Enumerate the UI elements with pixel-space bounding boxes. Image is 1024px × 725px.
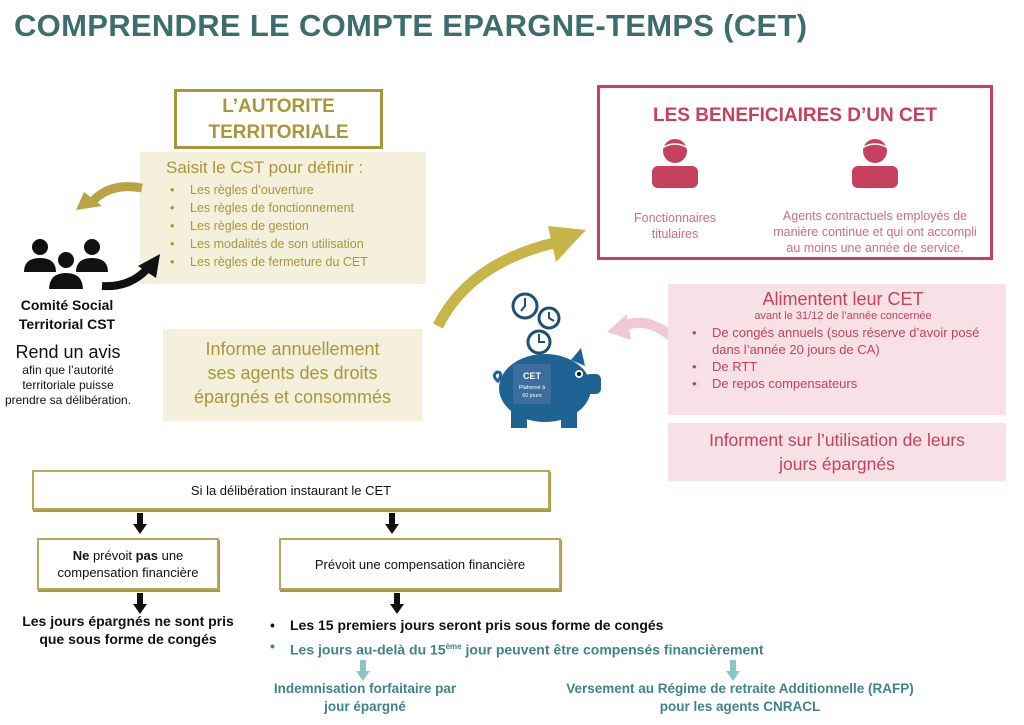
text: prévoit bbox=[89, 548, 136, 563]
beneficiaries-title: LES BENEFICIAIRES D’UN CET bbox=[653, 105, 937, 126]
no-compensation-result: Les jours épargnés ne sont pris que sous… bbox=[22, 613, 234, 647]
compensation-result-list: Les 15 premiers jours seront pris sous f… bbox=[268, 615, 764, 661]
cst-referral-heading: Saisit le CST pour définir : bbox=[166, 158, 364, 177]
list-item: Les règles de fonctionnement bbox=[166, 199, 416, 217]
beneficiary-label: Agents contractuels employés de bbox=[782, 209, 968, 223]
emphasis: pas bbox=[135, 548, 158, 563]
person-icon bbox=[652, 139, 698, 188]
condition-box: Si la délibération instaurant le CET bbox=[32, 470, 550, 510]
superscript: ème bbox=[445, 642, 462, 651]
outcome-line: Versement au Régime de retraite Addition… bbox=[566, 681, 914, 696]
list-item: Les règles de fermeture du CET bbox=[166, 253, 416, 271]
inform-line: ses agents des droits bbox=[207, 363, 378, 383]
beneficiary-label: manière continue et qui ont accompli bbox=[773, 225, 977, 239]
text: une compensation financière bbox=[57, 548, 199, 580]
down-arrow-icon bbox=[133, 593, 147, 615]
beneficiary-contractuels: Agents contractuels employés de manière … bbox=[760, 138, 990, 256]
person-icon bbox=[852, 139, 898, 188]
curved-arrow-icon bbox=[607, 314, 675, 341]
page-title: COMPRENDRE LE COMPTE EPARGNE-TEMPS (CET) bbox=[14, 8, 808, 43]
cst-name: Comité Social Territorial CST bbox=[6, 296, 128, 334]
outcome-line: jour épargné bbox=[324, 699, 406, 714]
cst-opinion: Rend un avis afin que l’autorité territo… bbox=[4, 341, 132, 408]
list-item: De congés annuels (sous réserve d’avoir … bbox=[688, 324, 998, 358]
piggy-sub: Plafonné à bbox=[519, 385, 546, 391]
down-arrow-icon bbox=[390, 593, 404, 615]
cst-name-line: Territorial CST bbox=[18, 316, 116, 332]
authority-title-line: TERRITORIALE bbox=[208, 122, 349, 143]
list-item: De RTT bbox=[688, 358, 998, 375]
list-item: Les règles de gestion bbox=[166, 217, 416, 235]
outcome-rafp: Versement au Régime de retraite Addition… bbox=[520, 680, 960, 716]
authority-title-line: L’AUTORITE bbox=[222, 96, 335, 117]
no-compensation-box: Ne prévoit pas une compensation financiè… bbox=[37, 538, 219, 590]
cst-action: Rend un avis bbox=[15, 342, 121, 362]
beneficiary-titulaires: Fonctionnaires titulaires bbox=[620, 138, 730, 242]
outcome-indemnisation: Indemnisation forfaitaire par jour éparg… bbox=[240, 680, 490, 716]
beneficiary-label: au moins une année de service. bbox=[786, 241, 964, 255]
cst-rules-list: Les règles d’ouverture Les règles de fon… bbox=[166, 181, 416, 271]
feed-cet-box: Alimentent leur CET avant le 31/12 de l’… bbox=[668, 284, 1006, 415]
inform-agents-box: Informe annuellement ses agents des droi… bbox=[163, 329, 422, 421]
down-arrow-icon bbox=[133, 513, 147, 535]
people-group-icon bbox=[24, 239, 108, 290]
compensation-box: Prévoit une compensation financière bbox=[279, 538, 561, 590]
beneficiaries-box: LES BENEFICIAIRES D’UN CET Fonctionnaire… bbox=[597, 85, 993, 260]
inform-line: Informe annuellement bbox=[205, 339, 380, 359]
text: Les jours au-delà du 15 bbox=[290, 641, 446, 658]
emphasis: Ne bbox=[72, 548, 90, 563]
list-item: Les 15 premiers jours seront pris sous f… bbox=[268, 615, 764, 636]
inform-usage-box: Informent sur l’utilisation de leurs jou… bbox=[668, 423, 1006, 481]
down-arrow-icon bbox=[356, 660, 370, 682]
feed-list: De congés annuels (sous réserve d’avoir … bbox=[688, 324, 998, 392]
curved-arrow-icon bbox=[101, 254, 160, 291]
list-item: Les modalités de son utilisation bbox=[166, 235, 416, 253]
cst-name-line: Comité Social bbox=[20, 297, 114, 313]
authority-title-box: L’AUTORITE TERRITORIALE bbox=[174, 89, 383, 149]
piggy-label: CET bbox=[523, 371, 542, 381]
list-item: De repos compensateurs bbox=[688, 375, 998, 392]
cst-detail-line: afin que l’autorité bbox=[22, 363, 114, 377]
feed-heading: Alimentent leur CET bbox=[762, 289, 924, 309]
large-arrow-icon bbox=[433, 226, 586, 329]
feed-deadline: avant le 31/12 de l’année concernée bbox=[754, 310, 932, 322]
inform-line: épargnés et consommés bbox=[193, 387, 392, 407]
piggy-sub: 60 jours bbox=[522, 393, 542, 399]
outcome-line: Indemnisation forfaitaire par bbox=[273, 681, 457, 696]
text: jour peuvent être compensés financièreme… bbox=[461, 641, 764, 658]
list-item: Les jours au-delà du 15ème jour peuvent … bbox=[268, 636, 764, 661]
curved-arrow-icon bbox=[76, 182, 143, 210]
inform-usage-line: jours épargnés bbox=[779, 454, 895, 474]
cst-referral-box: Saisit le CST pour définir : Les règles … bbox=[140, 152, 426, 284]
beneficiary-label: Fonctionnaires bbox=[634, 211, 716, 225]
inform-usage-line: Informent sur l’utilisation de leurs bbox=[709, 430, 965, 450]
piggy-bank-icon: CET Plafonné à 60 jours bbox=[492, 292, 601, 428]
list-item: Les règles d’ouverture bbox=[166, 181, 416, 199]
outcome-line: pour les agents CNRACL bbox=[659, 699, 821, 714]
beneficiary-label: titulaires bbox=[651, 227, 699, 241]
cst-detail-line: prendre sa délibération. bbox=[4, 393, 132, 407]
cst-detail-line: territoriale puisse bbox=[22, 378, 114, 392]
down-arrow-icon bbox=[726, 660, 740, 682]
down-arrow-icon bbox=[385, 513, 399, 535]
